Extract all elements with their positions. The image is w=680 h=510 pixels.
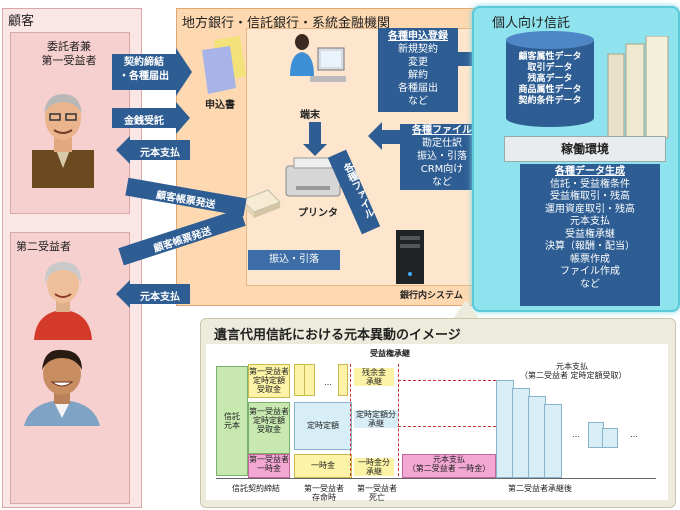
registration-item: 解約 [408,70,428,81]
bank-title: 地方銀行・信託銀行・系統金融機関 [182,16,391,31]
db-item: 顧客属性データ [518,52,582,62]
paper-stack-icon [241,189,281,218]
generation-heading: 各種データ生成 [555,166,625,177]
principal-regular-label: 元本支払 （第二受益者 定時定額受取） [520,362,627,380]
database-items: 顧客属性データ 取引データ 残高データ 商品属性データ 契約条件データ [504,52,596,107]
application-form-icon [202,36,246,94]
printer-label: プリンタ [298,208,338,219]
generation-item: ファイル作成 [560,266,620,277]
db-item: 契約条件データ [518,96,582,106]
principal-label-2: 元本支払 [140,292,180,303]
environment-label: 稼働環境 [504,136,666,162]
bars-dots: … [572,430,580,439]
remaining-label: 残余金 承継 [354,368,394,386]
generation-item: 帳票作成 [570,253,610,265]
money-label: 金銭受託 [124,116,164,127]
timeline-callout-pointer [452,300,480,320]
files-item: など [432,177,452,188]
principal-label-1: 元本支払 [140,148,180,159]
second-beneficiary-label: 第二受益者 [16,240,71,253]
db-item: 取引データ [527,63,573,73]
registration-box: 各種申込登録 新規契約 変更 解約 各種届出 など [378,28,458,112]
guide-line-1 [350,364,351,476]
succession-tag: 受益権承継 [370,349,410,358]
contract-label: 契約締結 ・各種届出 [119,57,169,82]
tail-dots: … [630,430,638,439]
terminal-icon [290,34,346,82]
generation-item: 決算（報酬・配当） [545,241,635,252]
registration-heading: 各種申込登録 [388,31,448,42]
db-item: 商品属性データ [518,85,582,95]
generation-item: 運用資産取引・残高 [545,203,635,215]
application-form-label: 申込書 [205,100,235,111]
registration-item: 変更 [408,57,428,68]
row-green-label: 第一受益者 定時定額 受取金 [248,402,290,454]
generation-item: 受益権取引・残高 [550,191,630,202]
second-beneficiary-avatar [34,262,92,340]
successor-avatar [24,349,100,426]
generation-item: 受益権承継 [565,228,615,240]
row-yellow-label: 第一受益者 定時定額 受取金 [248,364,290,398]
db-item: 残高データ [527,74,573,84]
terminal-label: 端末 [300,110,320,121]
row-pink-label: 第一受益者 一時金 [248,454,290,478]
server-rack-icon [607,36,669,139]
regular-arrow [398,426,496,427]
database-icon [506,31,594,127]
files-item: 振込・引落 [417,151,467,162]
yellow-bar-tail [338,364,348,396]
registration-item: など [408,96,428,107]
timeline-title: 遺言代用信託における元本異動のイメージ [214,328,461,343]
phase-label: 第一受益者 死亡 [357,484,397,502]
files-item: 勘定仕訳 [422,138,462,149]
yellow-dots: … [324,378,332,387]
principal-arrow-1 [130,140,190,160]
principal-axis-label: 信託 元本 [216,366,248,476]
trust-title: 個人向け信託 [492,16,571,31]
timeline-baseline [216,478,656,479]
settlor-avatar [32,94,94,188]
phase-label: 信託契約締結 [232,484,280,493]
customer-title: 顧客 [8,14,35,29]
registration-item: 各種届出 [398,83,438,94]
regular-block: 定時定額 [294,402,352,450]
transfer-box: 振込・引落 [248,250,340,270]
phase-label: 第二受益者承継後 [508,484,572,493]
contract-arrow [112,54,176,90]
generation-item: 信託・受益権条件 [550,178,630,190]
terminal-to-printer-arrow [309,122,321,144]
remaining-arrow [398,380,496,381]
principal-pay-label: 元本支払 （第二受益者 一時金） [402,454,496,478]
lump-succession-label: 一時金分 承継 [354,458,394,476]
settlor-label: 委託者兼 第一受益者 [41,40,97,67]
files-item: CRM向け [420,164,464,175]
guide-line-2 [398,364,399,476]
lump-block: 一時金 [294,454,352,478]
generation-item: 元本支払 [570,216,610,227]
registration-item: 新規契約 [398,44,438,55]
files-heading: 各種ファイル [412,125,472,136]
server-icon [396,230,424,284]
money-arrow [112,108,176,128]
regular-succession-label: 定時定額分 承継 [354,410,398,428]
phase-label: 第一受益者 存命時 [304,484,344,502]
generation-item: など [580,278,600,290]
principal-arrow-2 [130,284,190,304]
files-arrow [368,122,382,150]
generation-box: 各種データ生成 信託・受益権条件 受益権取引・残高 運用資産取引・残高 元本支払… [520,164,660,306]
files-box: 各種ファイル 勘定仕訳 振込・引落 CRM向け など [400,124,484,190]
bank-system-label: 銀行内システム [400,291,463,301]
